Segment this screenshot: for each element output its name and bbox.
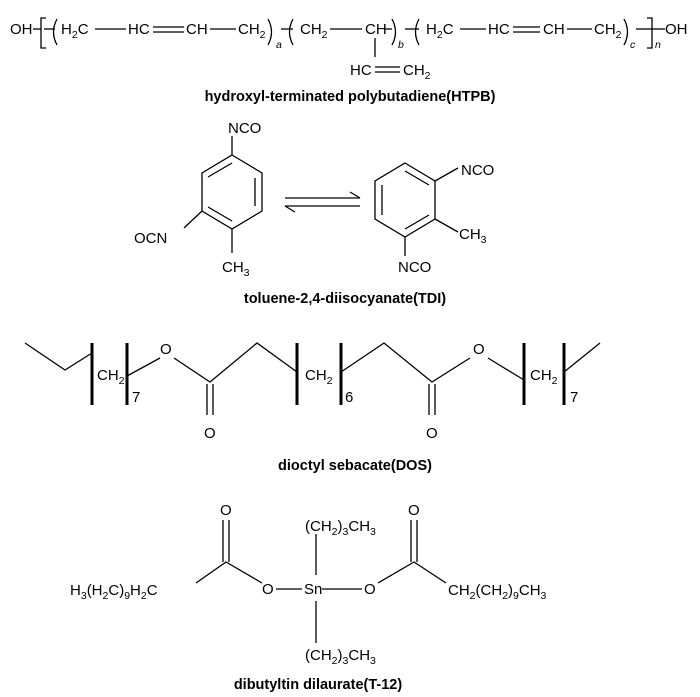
htpb-oh-left: OH <box>10 21 33 38</box>
chain <box>377 561 447 584</box>
t12-tin: Sn <box>304 581 322 598</box>
tdi-caption: toluene-2,4-diisocyanate(TDI) <box>244 291 446 307</box>
tdi-right-ch3: CH3 <box>459 226 487 246</box>
repeat-count-6: 6 <box>345 389 353 406</box>
htpb-structure: OH H2C HC CH CH2 a CH2 CH HC CH2 b H2C <box>10 17 688 82</box>
index-a: a <box>276 39 282 51</box>
htpb-vinyl-ch2: CH2 <box>403 62 431 82</box>
dos-ch2-left: CH2 <box>97 367 125 387</box>
htpb-h2c-1: H2C <box>61 21 89 41</box>
htpb-ch-2: CH <box>543 21 565 38</box>
arrow-head <box>349 191 361 199</box>
aromatic-double <box>404 214 430 230</box>
htpb-ch-1: CH <box>186 21 208 38</box>
tdi-left-ch3: CH3 <box>222 259 250 279</box>
t12-ester-o-right: O <box>364 581 376 598</box>
tdi-right-nco-top: NCO <box>461 162 494 179</box>
equilibrium-arrows <box>284 191 361 213</box>
bond <box>434 167 459 182</box>
paren-b-close <box>391 18 397 46</box>
tdi-left-nco: NCO <box>228 120 261 137</box>
aromatic-double <box>404 170 430 186</box>
repeat-count-7-left: 7 <box>132 389 140 406</box>
htpb-ch2-3: CH2 <box>594 21 622 41</box>
aromatic-double <box>207 206 233 222</box>
octyl-left-chain <box>24 342 93 371</box>
t12-carbonyl-o-right: O <box>408 502 420 519</box>
htpb-h2c-2: H2C <box>426 21 454 41</box>
benzene-ring <box>374 162 436 238</box>
htpb-hc-1: HC <box>128 21 150 38</box>
tdi-right-molecule: NCO CH3 NCO <box>374 162 494 276</box>
tdi-left-molecule: NCO OCN CH3 <box>134 120 263 279</box>
htpb-hc-2: HC <box>488 21 510 38</box>
t12-butyl-bottom: (CH2)3CH3 <box>305 647 376 667</box>
htpb-ch-branch: CH <box>365 21 387 38</box>
dos-ch2-right: CH2 <box>530 367 558 387</box>
t12-caption: dibutyltin dilaurate(T-12) <box>234 677 403 693</box>
dos-carbonyl-o-right: O <box>426 425 438 442</box>
bond <box>434 218 459 233</box>
t12-laurate-left: H3(H2C)9H2C <box>70 582 158 602</box>
chain <box>195 561 263 584</box>
bond <box>183 210 203 229</box>
index-n: n <box>655 39 661 51</box>
htpb-oh-right: OH <box>665 21 688 38</box>
dos-ch2-middle: CH2 <box>305 367 333 387</box>
dos-ester-o-left: O <box>160 341 172 358</box>
htpb-caption: hydroxyl-terminated polybutadiene(HTPB) <box>205 89 496 105</box>
t12-laurate-right: CH2(CH2)9CH3 <box>448 582 547 602</box>
dos-ester-o-right: O <box>473 341 485 358</box>
tdi-right-nco-bottom: NCO <box>398 259 431 276</box>
dos-carbonyl-o-left: O <box>204 425 216 442</box>
arrow-head <box>284 205 296 213</box>
paren-c-open <box>414 18 420 46</box>
dos-structure: CH2 7 O O CH2 6 O O CH2 7 <box>24 341 601 442</box>
bond <box>487 357 525 381</box>
outer-bracket-right <box>647 17 653 49</box>
htpb-hc-vinyl: HC <box>350 62 372 79</box>
htpb-ch2-2: CH2 <box>300 21 328 41</box>
index-b: b <box>398 39 404 51</box>
paren-c-close <box>623 18 629 46</box>
t12-carbonyl-o-left: O <box>220 502 232 519</box>
t12-butyl-top: (CH2)3CH3 <box>305 518 376 538</box>
outer-bracket-left <box>40 17 46 49</box>
chain <box>173 342 298 383</box>
repeat-count-7-right: 7 <box>570 389 578 406</box>
paren-a-close <box>267 18 273 46</box>
htpb-ch2-1: CH2 <box>238 21 266 41</box>
tdi-left-ocn: OCN <box>134 230 167 247</box>
paren-b-open <box>288 18 294 46</box>
benzene-ring <box>201 154 263 230</box>
index-c: c <box>630 39 636 51</box>
t12-structure: H3(H2C)9H2C O O Sn (CH2)3CH3 (CH2)3CH3 O… <box>70 502 547 667</box>
paren-a-open <box>52 18 58 46</box>
chain <box>340 342 471 383</box>
t12-ester-o-left: O <box>262 581 274 598</box>
bond <box>126 357 161 377</box>
aromatic-double <box>207 162 233 178</box>
octyl-right-chain <box>563 342 601 373</box>
dos-caption: dioctyl sebacate(DOS) <box>278 458 432 474</box>
